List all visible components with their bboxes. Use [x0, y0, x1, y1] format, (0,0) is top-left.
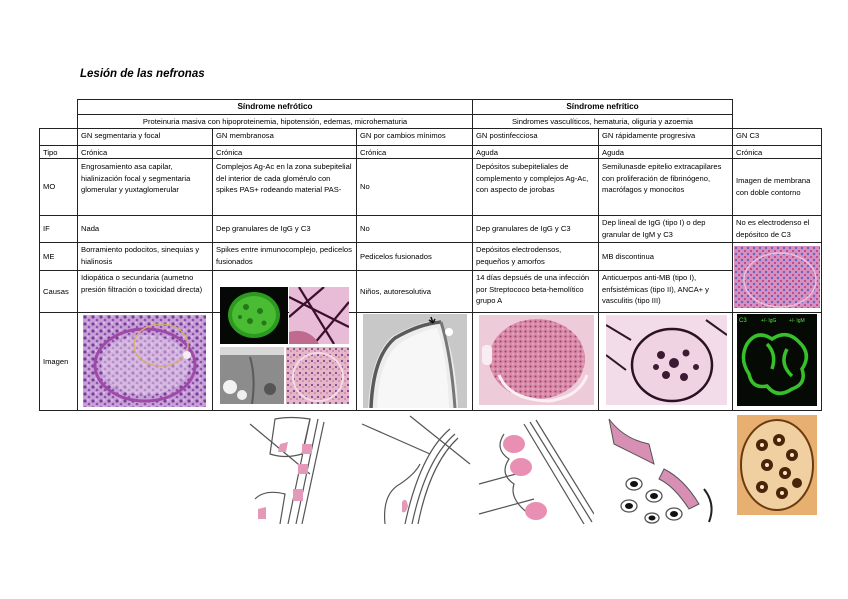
mo-2-text: No [360, 182, 370, 192]
row-label-if-text: IF [43, 224, 50, 234]
if-3-text: Dep granulares de IgG y C3 [476, 224, 571, 234]
sketch-postinfecciosa [474, 414, 594, 524]
row-label-mo: MO [39, 158, 78, 216]
if-0-text: Nada [81, 224, 100, 234]
me-4-text: MB discontinua [602, 251, 654, 261]
mo-5: Imagen de membrana con doble contorno [732, 158, 822, 216]
row-label-causas-text: Causas [43, 286, 69, 296]
micrograph-rapidamente-progresiva [606, 315, 727, 405]
sketch-rapidamente-progresiva [604, 414, 722, 524]
col-header-3: GN postinfecciosa [472, 128, 599, 146]
micrograph-gn-c3-if: C3 +/- IgG +/- IgM [737, 314, 817, 406]
micrograph-gn-membranosa-if [220, 287, 288, 344]
sketch-cambios-minimos [360, 414, 472, 524]
tipo-3: Aguda [472, 145, 599, 159]
causas-0: Idiopática o secundaria (aumetno presión… [77, 270, 213, 313]
if-2-text: No [360, 224, 370, 234]
mo-0: Engrosamiento asa capilar, hialinización… [77, 158, 213, 216]
tipo-2: Crónica [356, 145, 473, 159]
micrograph-gn-segmentaria [83, 315, 206, 407]
micrograph-gn-membranosa-he [286, 347, 349, 404]
me-4: MB discontinua [598, 242, 733, 271]
col-header-1: GN membranosa [212, 128, 357, 146]
nephrotic-title: Síndrome nefrótico [77, 99, 473, 115]
row-label-mo-text: MO [43, 182, 56, 192]
me-2: Pedicelos fusionados [356, 242, 473, 271]
micrograph-gn-c3-pas [734, 246, 820, 308]
if-1-text: Dep granulares de IgG y C3 [216, 224, 311, 234]
me-2-text: Pedicelos fusionados [360, 251, 432, 261]
if-3: Dep granulares de IgG y C3 [472, 215, 599, 243]
mo-5-text: Imagen de membrana con doble contorno [736, 176, 811, 197]
row-label-imagen-text: Imagen [43, 356, 69, 366]
nephritic-title-text: Síndrome nefrítico [566, 102, 639, 111]
if-4: Dep lineal de IgG (tipo I) o dep granula… [598, 215, 733, 243]
col-header-4: GN rápidamente progresiva [598, 128, 733, 146]
micrograph-postinfecciosa [479, 315, 594, 405]
causas-2: Niños, autoresolutiva [356, 270, 473, 313]
micrograph-gn-c3-silver [737, 415, 817, 515]
if-0: Nada [77, 215, 213, 243]
mo-4: Semilunasde epitelio extracapilares con … [598, 158, 733, 216]
causas-2-text: Niños, autoresolutiva [360, 286, 431, 296]
nephrotic-subtitle-text: Proteinuria masiva con hipoproteinemia, … [142, 117, 408, 126]
nephritic-title: Síndrome nefrítico [472, 99, 733, 115]
row-label-if: IF [39, 215, 78, 243]
mo-2: No [356, 158, 473, 216]
col-header-0: GN segmentaria y focal [77, 128, 213, 146]
corner-cell [39, 128, 78, 146]
causas-3: 14 días depsués de una infección por Str… [472, 270, 599, 313]
tipo-4: Aguda [598, 145, 733, 159]
col-header-5: GN C3 [732, 128, 822, 146]
me-3: Depósitos electrodensos, pequeños y amor… [472, 242, 599, 271]
me-0: Borramiento podocitos, sinequias y hiali… [77, 242, 213, 271]
if-1: Dep granulares de IgG y C3 [212, 215, 357, 243]
page-title: Lesión de las nefronas [80, 68, 205, 80]
row-label-imagen: Imagen [39, 312, 78, 411]
nephrotic-subtitle: Proteinuria masiva con hipoproteinemia, … [77, 114, 473, 129]
mo-1: Complejos Ag-Ac en la zona subepitelial … [212, 158, 357, 216]
nephritic-subtitle-text: Sindromes vasculíticos, hematuria, oligu… [511, 117, 694, 126]
if-label-c3: C3 [739, 318, 747, 324]
mo-3: Depósitos subepiteliales de complemento … [472, 158, 599, 216]
if-5: No es electrodenso el depósitco de C3 [732, 215, 822, 243]
if-label-igg: +/- IgG [761, 318, 777, 324]
micrograph-gn-membranosa-em [220, 347, 284, 404]
col-header-2: GN por cambios mínimos [356, 128, 473, 146]
row-label-me-text: ME [43, 251, 55, 261]
row-label-causas: Causas [39, 270, 78, 313]
if-label-igm: +/- IgM [789, 318, 805, 324]
micrograph-gn-membranosa-silver [289, 287, 349, 344]
nephritic-subtitle: Sindromes vasculíticos, hematuria, oligu… [472, 114, 733, 129]
sketch-gn-membranosa [240, 414, 350, 524]
nephrotic-title-text: Síndrome nefrótico [237, 102, 313, 111]
if-2: No [356, 215, 473, 243]
causas-4: Anticuerpos anti-MB (tipo I), enfsistémi… [598, 270, 733, 313]
micrograph-cambios-minimos [363, 314, 467, 408]
row-label-tipo: Tipo [39, 145, 78, 159]
row-label-me: ME [39, 242, 78, 271]
tipo-0: Crónica [77, 145, 213, 159]
tipo-5: Crónica [732, 145, 822, 159]
tipo-1: Crónica [212, 145, 357, 159]
me-1: Spikes entre inmunocomplejo, pedicelos f… [212, 242, 357, 271]
